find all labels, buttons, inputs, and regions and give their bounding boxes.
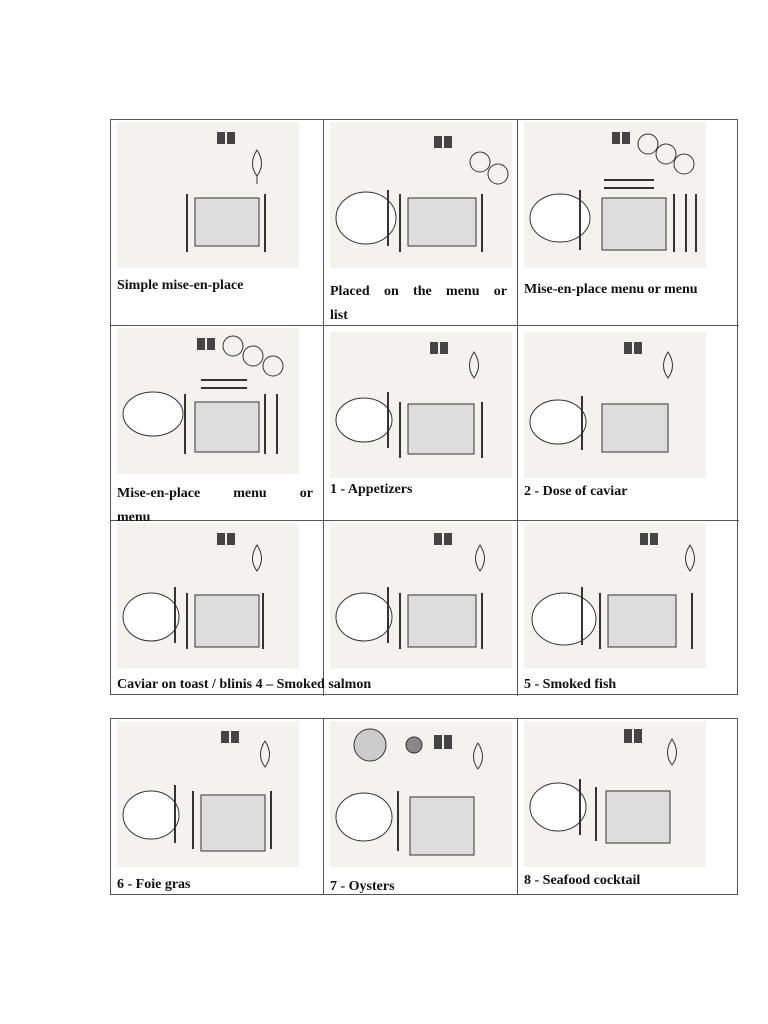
menu-setting-icon bbox=[335, 136, 509, 252]
oyster-setting-icon bbox=[335, 728, 483, 856]
cell-appetizers: 1 - Appetizers bbox=[324, 326, 518, 521]
foie-gras-setting-icon bbox=[122, 731, 272, 852]
cell-caviar-on-toast: Caviar on toast / blinis 4 – Smoked salm… bbox=[111, 521, 371, 696]
toast-setting-icon bbox=[122, 533, 264, 649]
cell-smoked-fish: 5 - Smoked fish bbox=[518, 521, 739, 696]
cell-mise-en-place-menu: Mise-en-place menu or menu bbox=[518, 120, 739, 326]
caption-line-2: list bbox=[330, 308, 348, 323]
cell-seafood-cocktail: 8 - Seafood cocktail bbox=[518, 719, 739, 895]
table-setting-illustration bbox=[117, 328, 299, 474]
caption-line-1: Mise-en-place menu or bbox=[117, 486, 313, 501]
cell-mise-en-place-menu-2: Mise-en-place menu or menu bbox=[111, 326, 324, 525]
simple-setting-icon bbox=[186, 132, 266, 252]
table-setting-illustration bbox=[117, 721, 299, 867]
caption: Simple mise-en-place bbox=[117, 278, 244, 293]
table-setting-illustration bbox=[524, 721, 706, 867]
caption: 7 - Oysters bbox=[330, 879, 395, 894]
caption: 2 - Dose of caviar bbox=[524, 484, 628, 499]
table-setting-illustration bbox=[330, 332, 512, 478]
cell-smoked-salmon bbox=[324, 521, 518, 696]
caption: 5 - Smoked fish bbox=[524, 677, 617, 692]
table-setting-illustration bbox=[524, 523, 706, 669]
salmon-setting-icon bbox=[335, 533, 485, 649]
table-setting-illustration bbox=[117, 523, 299, 669]
caption-line-2: menu bbox=[117, 510, 151, 525]
menu-full-setting-icon bbox=[529, 132, 697, 252]
caption: 6 - Foie gras bbox=[117, 877, 191, 892]
caption: 1 - Appetizers bbox=[330, 482, 413, 497]
caption: 8 - Seafood cocktail bbox=[524, 873, 641, 888]
table-setting-illustration bbox=[330, 523, 512, 669]
cell-oysters: 7 - Oysters bbox=[324, 719, 518, 895]
table-setting-illustration bbox=[330, 122, 512, 268]
place-setting-table-bottom: 6 - Foie gras 7 - Oysters bbox=[110, 718, 738, 895]
table-setting-illustration bbox=[524, 332, 706, 478]
caviar-setting-icon bbox=[529, 342, 673, 453]
table-setting-illustration bbox=[524, 122, 706, 268]
caption: Caviar on toast / blinis 4 – Smoked salm… bbox=[117, 677, 372, 692]
cell-placed-on-menu: Placed on the menu or list bbox=[324, 120, 518, 326]
table-setting-illustration bbox=[330, 721, 512, 867]
caption-line-1: Placed on the menu or bbox=[330, 284, 507, 299]
table-setting-illustration bbox=[117, 122, 299, 268]
appetizer-setting-icon bbox=[335, 342, 483, 458]
cell-dose-of-caviar: 2 - Dose of caviar bbox=[518, 326, 739, 521]
caption: Mise-en-place menu or bbox=[117, 482, 313, 506]
caption: Mise-en-place menu or menu bbox=[524, 282, 698, 297]
cell-simple-mise-en-place: Simple mise-en-place bbox=[111, 120, 324, 326]
seafood-setting-icon bbox=[529, 729, 677, 844]
menu-full-setting-icon bbox=[122, 335, 284, 454]
cell-foie-gras: 6 - Foie gras bbox=[111, 719, 324, 895]
caption: Placed on the menu or bbox=[330, 280, 507, 304]
fish-setting-icon bbox=[531, 533, 695, 649]
place-setting-table-top: Simple mise-en-place Placed on the menu … bbox=[110, 119, 739, 696]
